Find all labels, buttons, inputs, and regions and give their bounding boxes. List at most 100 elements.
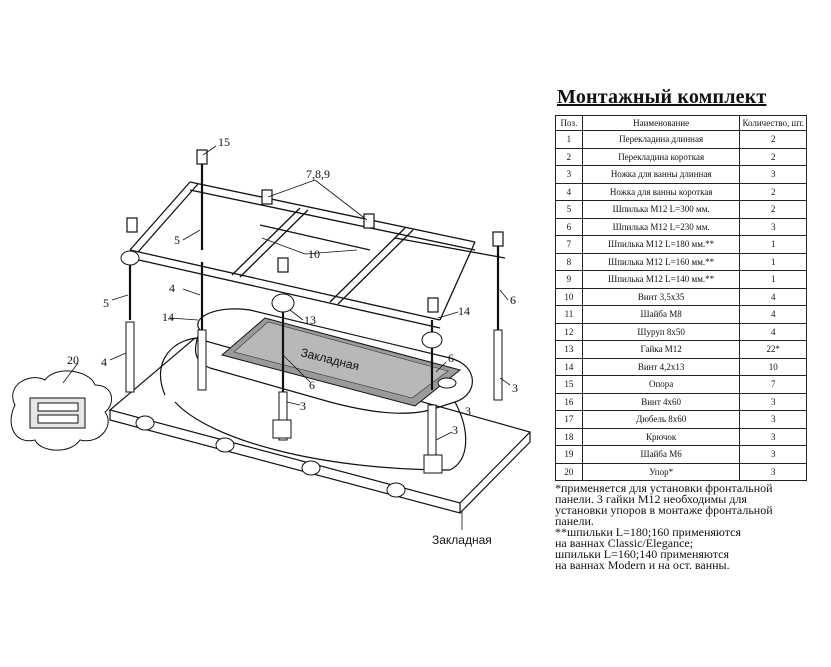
- cell-qty: 1: [739, 235, 807, 254]
- cell-pos: 7: [555, 235, 583, 254]
- legs: [125, 321, 503, 474]
- callout-20: 20: [67, 353, 79, 367]
- cell-name: Шпилька М12 L=160 мм.**: [581, 252, 741, 271]
- washers: [120, 250, 457, 498]
- cell-pos: 12: [555, 322, 583, 341]
- cell-qty: 3: [739, 217, 807, 236]
- cell-pos: 10: [555, 287, 583, 306]
- mounting-kit-title: Монтажный комплект: [557, 86, 767, 108]
- cell-qty: 3: [739, 165, 807, 184]
- cell-pos: 6: [555, 217, 583, 236]
- cell-pos: 11: [555, 305, 583, 324]
- callout-14: 14: [162, 310, 174, 324]
- callout-3: 3: [465, 404, 471, 418]
- cell-pos: 1: [555, 130, 583, 149]
- callout-3: 3: [452, 423, 458, 437]
- cell-name: Перекладина короткая: [581, 147, 741, 166]
- cell-name: Шпилька М12 L=140 мм.**: [581, 270, 741, 289]
- cell-name: Перекладина длинная: [581, 130, 741, 149]
- cell-qty: 10: [739, 357, 807, 376]
- cell-qty: 2: [739, 200, 807, 219]
- callout-7-8-9: 7,8,9: [306, 167, 330, 181]
- cell-pos: 13: [555, 340, 583, 359]
- cell-name: Шпилька М12 L=230 мм.: [581, 217, 741, 236]
- cell-qty: 4: [739, 287, 807, 306]
- cell-name: Крючок: [581, 427, 741, 446]
- callout-4: 4: [101, 355, 107, 369]
- cell-pos: 19: [555, 445, 583, 464]
- note-line: панели.: [555, 514, 594, 528]
- cell-qty: 4: [739, 322, 807, 341]
- cell-qty: 3: [739, 392, 807, 411]
- cell-name: Винт 3,5x35: [581, 287, 741, 306]
- callout-6: 6: [448, 351, 454, 365]
- support-caps: [126, 149, 504, 313]
- cell-qty: 3: [739, 410, 807, 429]
- note-line: **шпильки L=180;160 применяются: [555, 525, 741, 539]
- callout-5: 5: [174, 233, 180, 247]
- leader-lines: [62, 145, 511, 530]
- callout-10: 10: [308, 247, 320, 261]
- cell-name: Шпилька М12 L=300 мм.: [581, 200, 741, 219]
- cell-pos: 18: [555, 427, 583, 446]
- callout-3: 3: [300, 399, 306, 413]
- frame: [129, 181, 506, 329]
- cell-qty: 3: [739, 427, 807, 446]
- note-line: установки упоров в монтаже фронтальной: [555, 503, 773, 517]
- cell-qty: 1: [739, 252, 807, 271]
- cell-qty: 4: [739, 305, 807, 324]
- cell-qty: 2: [739, 130, 807, 149]
- insert-panel: [220, 317, 462, 407]
- note-line: на ваннах Classic/Elegance;: [555, 536, 694, 550]
- cell-name: Шуруп 8x50: [581, 322, 741, 341]
- bathtub-outline: [108, 308, 532, 514]
- callout-5: 5: [103, 296, 109, 310]
- cell-pos: 2: [555, 147, 583, 166]
- cell-name: Винт 4x60: [581, 392, 741, 411]
- cell-name: Ножка для ванны длинная: [581, 165, 741, 184]
- cell-pos: 14: [555, 357, 583, 376]
- cell-name: Гайка М12: [581, 340, 741, 359]
- note-line: на ваннах Modern и на ост. ванны.: [555, 558, 730, 572]
- cell-pos: 15: [555, 375, 583, 394]
- threaded-rods: [128, 160, 500, 420]
- callout-6: 6: [309, 378, 315, 392]
- note-line: панели. 3 гайки М12 необходимы для: [555, 492, 747, 506]
- cell-name: Упор*: [581, 462, 741, 481]
- cell-name: Опора: [581, 375, 741, 394]
- callout-6: 6: [510, 293, 516, 307]
- mounting-kit-panel: Монтажный комплект Поз. Наименование Кол…: [555, 86, 811, 571]
- callout-4: 4: [169, 281, 175, 295]
- cell-pos: 5: [555, 200, 583, 219]
- cell-pos: 8: [555, 252, 583, 271]
- callout-13: 13: [304, 313, 316, 327]
- header-qty: Количество, шт.: [739, 115, 807, 131]
- note-line: *применяется для установки фронтальной: [555, 481, 773, 495]
- cell-name: Ножка для ванны короткая: [581, 182, 741, 201]
- cell-name: Шайба М8: [581, 305, 741, 324]
- cell-qty: 7: [739, 375, 807, 394]
- cell-name: Шпилька М12 L=180 мм.**: [581, 235, 741, 254]
- callout-3: 3: [512, 381, 518, 395]
- cell-qty: 2: [739, 182, 807, 201]
- cell-qty: 1: [739, 270, 807, 289]
